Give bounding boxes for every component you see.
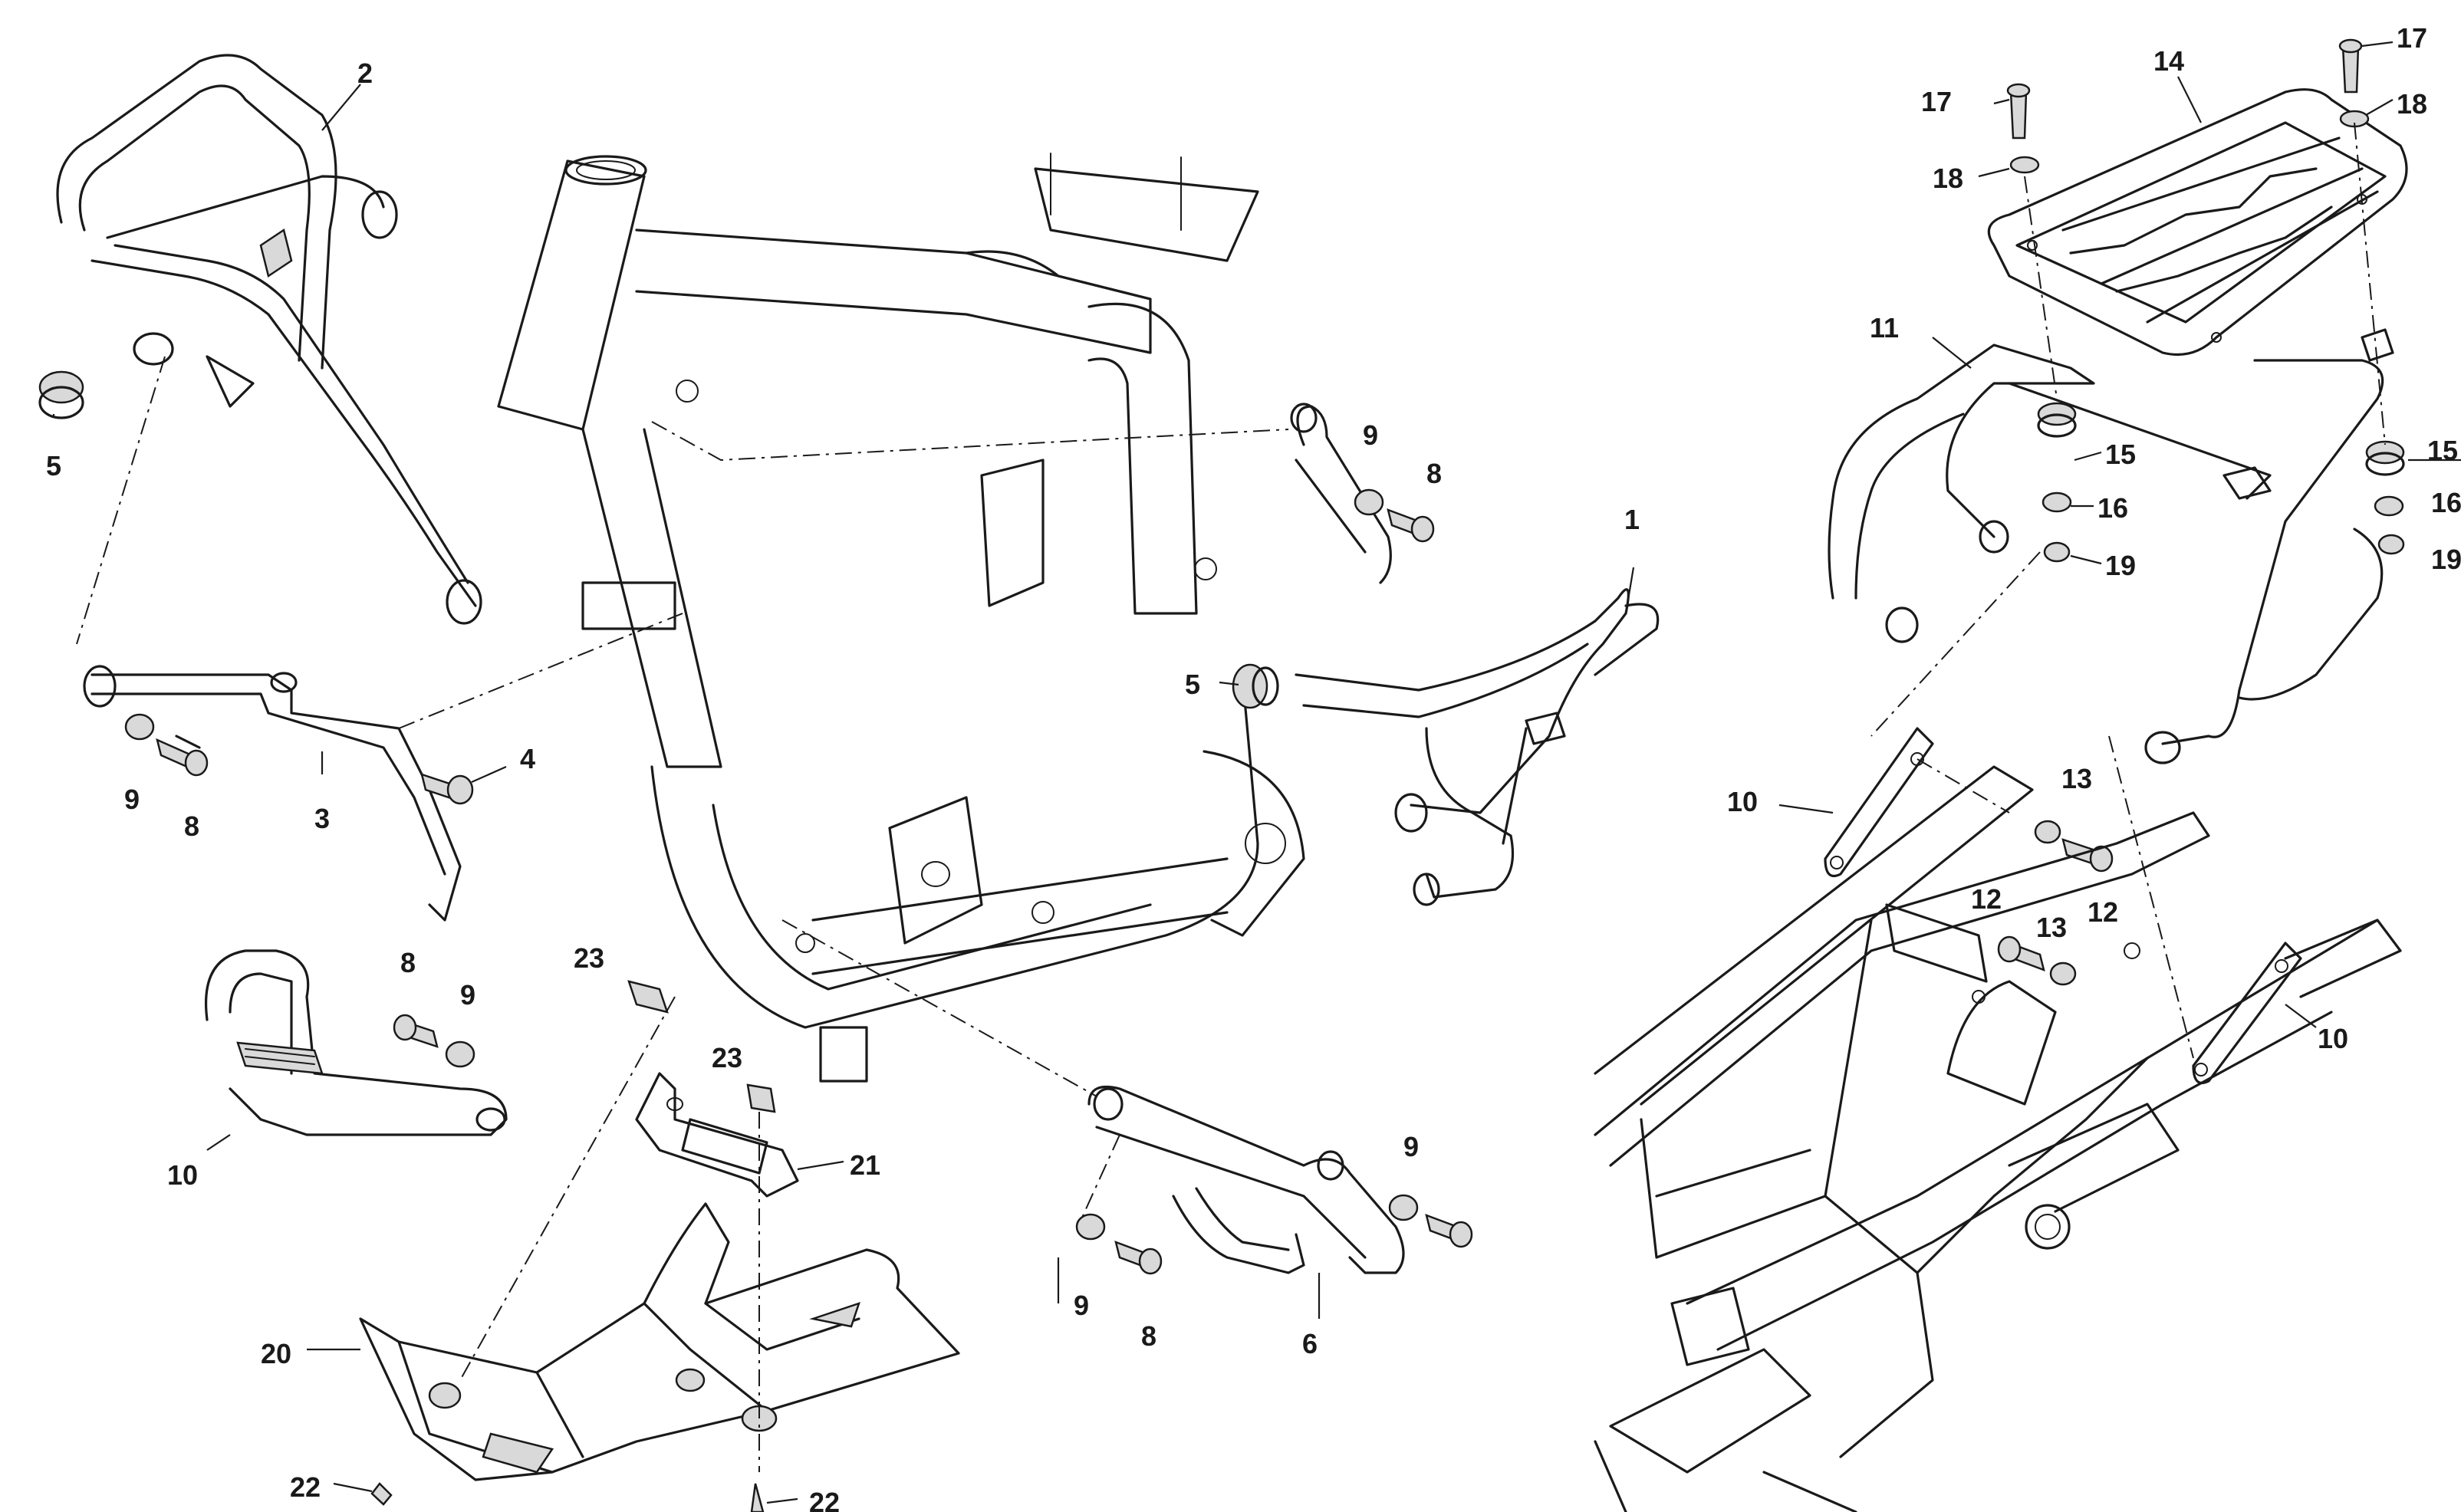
- callout-3: 3: [314, 803, 330, 834]
- callout-8-a: 8: [184, 810, 199, 842]
- bracket-left: [83, 665, 462, 922]
- callout-9-a: 9: [124, 784, 140, 815]
- callout-15-a: 15: [2105, 439, 2136, 470]
- crash-bar-upper-left: [56, 54, 482, 625]
- fasteners-left-lower: [393, 1014, 475, 1068]
- callout-12-a: 12: [2088, 896, 2118, 928]
- fasteners-12-13: [1997, 820, 2114, 986]
- clip-23-upper: [627, 980, 669, 1014]
- callout-8-b: 8: [1426, 458, 1442, 489]
- main-frame: [497, 153, 1305, 1083]
- callout-13-b: 13: [2036, 912, 2067, 943]
- rear-plate-10-left: [1824, 727, 1934, 878]
- screws-22: [370, 1482, 765, 1512]
- skid-plate-20: [359, 1202, 960, 1481]
- crash-bar-lower-6: [1087, 1085, 1405, 1274]
- callout-1: 1: [1624, 504, 1640, 535]
- callout-21: 21: [850, 1149, 880, 1181]
- footpeg-bracket-left: [205, 949, 508, 1136]
- alignment-lines: [76, 122, 2386, 1472]
- luggage-rack-14: [1987, 88, 2408, 357]
- callout-19-b: 19: [2431, 544, 2461, 575]
- clip-23-lower: [746, 1083, 776, 1113]
- callout-4: 4: [520, 743, 535, 774]
- callout-6: 6: [1302, 1328, 1318, 1359]
- callout-9-d: 9: [1403, 1131, 1419, 1162]
- callout-labels: 1 2 3 4 5 5 6 8 8 8 8 9 9 9 9 9 10 10 10…: [46, 22, 2461, 1512]
- rear-subframe: [1594, 765, 2402, 1512]
- callout-5-right: 5: [1185, 669, 1200, 700]
- callout-22-a: 22: [290, 1471, 321, 1503]
- rear-rail-11: [1828, 328, 2394, 764]
- callout-16-b: 16: [2431, 487, 2461, 518]
- callout-13-a: 13: [2061, 763, 2092, 794]
- callout-17-b: 17: [2397, 22, 2427, 54]
- grommets-15-16-19: [2037, 402, 2405, 563]
- callout-8-c: 8: [400, 947, 416, 978]
- callout-18-a: 18: [1933, 163, 1963, 194]
- callout-22-b: 22: [809, 1487, 840, 1512]
- fasteners-right-lower: [1075, 1194, 1473, 1275]
- callout-2: 2: [357, 58, 373, 89]
- callout-5-left: 5: [46, 450, 61, 482]
- callout-9-e: 9: [1074, 1290, 1089, 1321]
- bolt-4: [420, 773, 474, 805]
- grommet-5-right: [1232, 663, 1279, 709]
- bracket-21: [635, 1072, 799, 1198]
- callout-9-b: 9: [1363, 419, 1378, 451]
- callout-14: 14: [2153, 45, 2184, 77]
- crash-bar-right: [1290, 403, 1660, 906]
- callout-10-a: 10: [167, 1159, 198, 1191]
- callout-19-a: 19: [2105, 550, 2136, 581]
- callout-16-a: 16: [2097, 492, 2128, 524]
- callout-leaders: [52, 41, 2461, 1504]
- fasteners-right-upper: [1354, 488, 1435, 543]
- bolts-17-18: [2006, 38, 2370, 174]
- rear-plate-10-right: [2192, 942, 2302, 1085]
- callout-10-c: 10: [2318, 1023, 2348, 1054]
- callout-23-a: 23: [574, 942, 604, 974]
- callout-18-b: 18: [2397, 88, 2427, 120]
- callout-10-b: 10: [1727, 786, 1758, 817]
- callout-23-b: 23: [712, 1042, 742, 1073]
- fasteners-left-middle: [124, 713, 209, 777]
- callout-11: 11: [1870, 312, 1899, 343]
- callout-17-a: 17: [1921, 86, 1952, 117]
- grommet-5-left: [38, 370, 84, 419]
- callout-20: 20: [261, 1338, 291, 1369]
- callout-9-c: 9: [460, 979, 475, 1011]
- callout-15-b: 15: [2427, 435, 2458, 466]
- callout-12-b: 12: [1971, 883, 2002, 915]
- callout-8-d: 8: [1141, 1320, 1156, 1352]
